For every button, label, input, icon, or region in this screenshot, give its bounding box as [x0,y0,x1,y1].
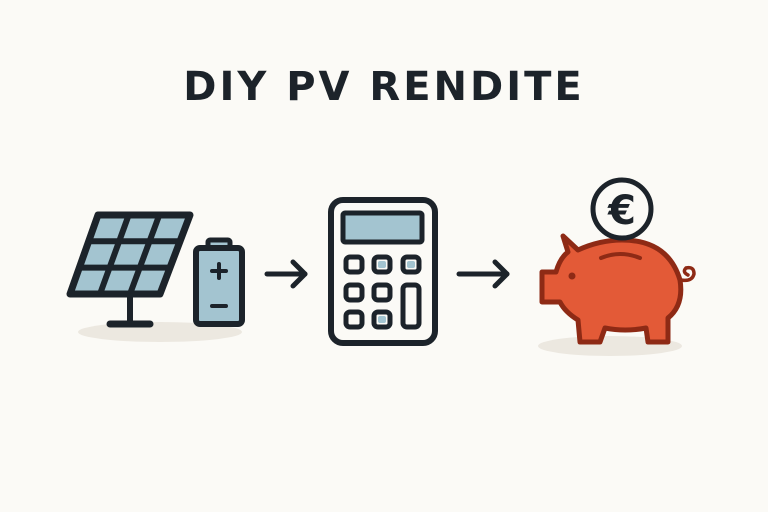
battery-icon [193,237,245,327]
solar-panel-icon [66,211,242,342]
piggy-bank-icon [538,233,696,356]
page-title: DIY PV RENDITE [183,64,585,110]
arrow-right-icon [264,259,308,289]
calculator-icon [328,197,438,346]
euro-coin-icon: € [590,177,654,241]
svg-text:€: € [607,188,636,234]
arrow-right-icon [456,259,510,289]
